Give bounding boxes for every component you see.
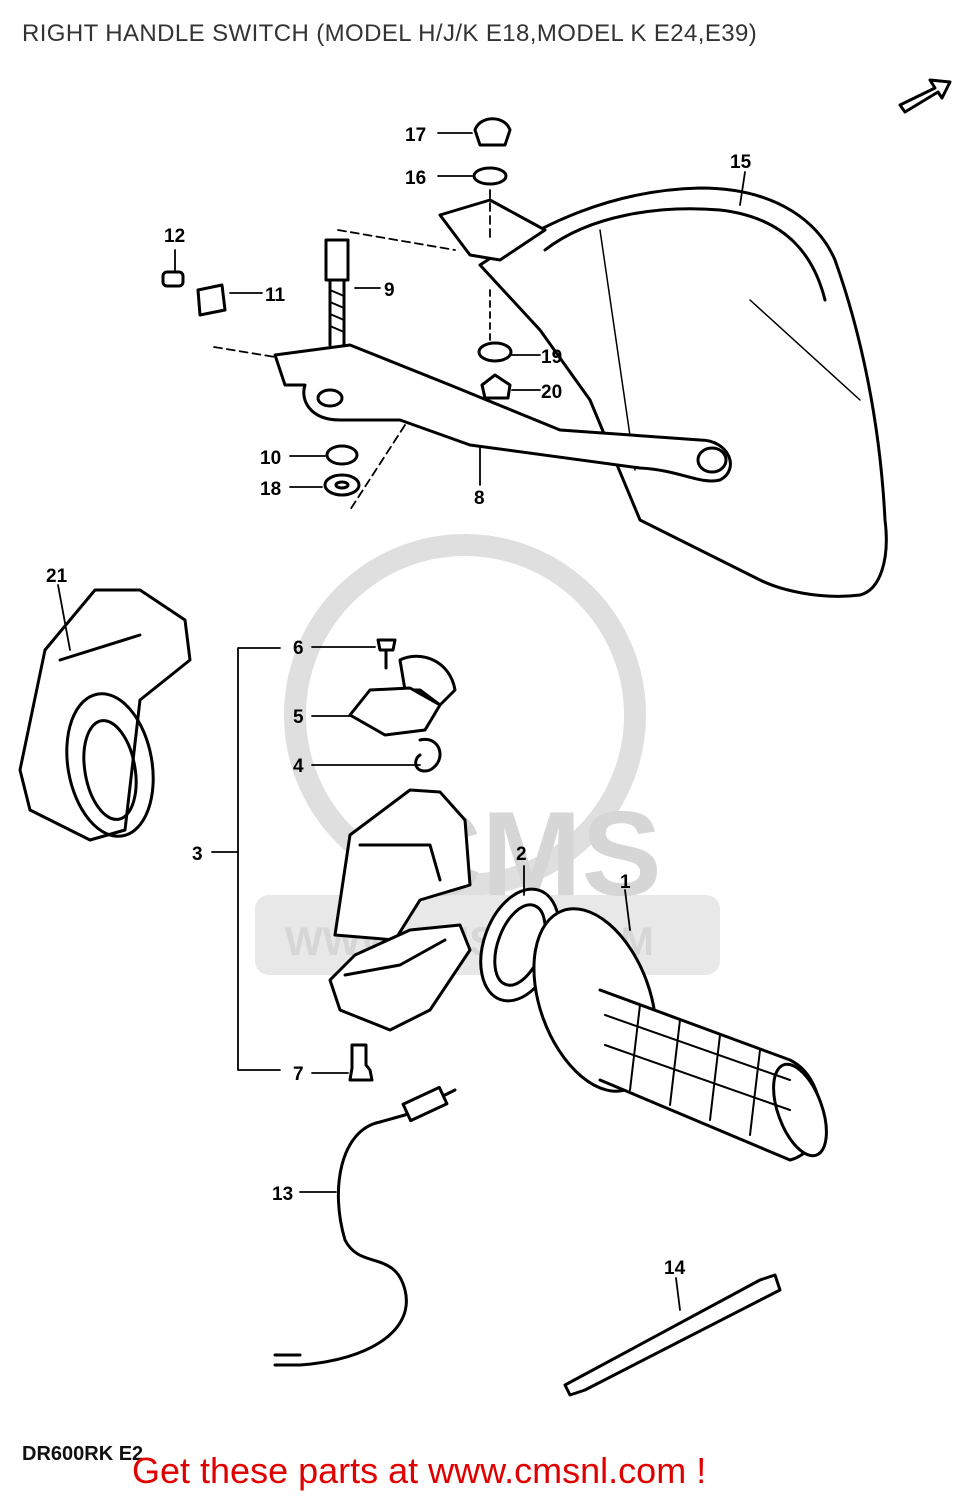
callout-2: 2 <box>516 844 527 865</box>
plate-part-5 <box>348 686 442 737</box>
bracket-arm-part-8 <box>273 343 732 483</box>
bracket-arm-mount-hole <box>316 388 344 408</box>
callout-19: 19 <box>541 347 562 368</box>
callout-15: 15 <box>730 152 752 173</box>
nut-part-20 <box>480 373 512 400</box>
guard-mount-bracket <box>438 198 547 262</box>
bracket-arm-hole <box>696 446 728 474</box>
callout-11: 11 <box>265 285 286 306</box>
callout-14: 14 <box>664 1258 686 1279</box>
callout-12: 12 <box>164 226 185 247</box>
hand-guard-rib-2 <box>749 299 861 401</box>
callout-6: 6 <box>293 638 304 659</box>
screw-part-7 <box>348 1043 374 1082</box>
washer-part-19 <box>477 341 513 363</box>
screw-part-6 <box>376 638 397 670</box>
callout-5: 5 <box>293 707 304 728</box>
callout-3: 3 <box>192 844 203 865</box>
callout-20: 20 <box>541 382 562 403</box>
watermark: CMS WWW.CMSNL.COM <box>255 534 720 975</box>
wire-harness-part-13 <box>273 1085 457 1367</box>
bolt-part-9 <box>324 238 350 347</box>
callout-18: 18 <box>260 479 281 500</box>
front-direction-arrow <box>898 78 952 114</box>
callout-9: 9 <box>384 280 395 301</box>
throttle-grip-part-1 <box>532 907 828 1162</box>
diagram-title: RIGHT HANDLE SWITCH (MODEL H/J/K E18,MOD… <box>22 20 758 47</box>
callout-labels: 1 2 3 4 5 6 7 8 9 10 11 12 13 14 15 16 1… <box>46 125 752 1279</box>
model-code-label: DR600RK E2 <box>22 1443 144 1465</box>
callout-16: 16 <box>405 168 426 189</box>
callout-21: 21 <box>46 566 68 587</box>
spring-part-4 <box>414 737 442 773</box>
nut-part-11 <box>196 283 227 317</box>
hand-guard-rib <box>599 229 636 471</box>
leader-lines <box>57 132 746 1311</box>
switch-cover-part-21 <box>18 588 192 842</box>
cap-part-12 <box>161 270 185 288</box>
callout-4: 4 <box>293 756 304 777</box>
callout-7: 7 <box>293 1064 304 1085</box>
callout-8: 8 <box>474 488 485 509</box>
callout-13: 13 <box>272 1184 293 1205</box>
nut-part-17 <box>473 117 512 147</box>
switch-housing-upper <box>333 788 472 942</box>
hand-guard-part-15 <box>478 186 888 598</box>
callout-10: 10 <box>260 448 281 469</box>
nut-part-10 <box>325 444 359 466</box>
callout-1: 1 <box>620 872 631 893</box>
promo-link[interactable]: Get these parts at www.cmsnl.com ! <box>132 1450 707 1491</box>
washer-part-18 <box>323 473 361 497</box>
strap-part-14 <box>563 1273 782 1397</box>
washer-part-16 <box>472 166 508 186</box>
callout-17: 17 <box>405 125 426 146</box>
switch-housing-lower <box>328 923 472 1032</box>
washer-part-18-hole <box>334 480 350 490</box>
hand-guard-inner-edge <box>543 207 827 302</box>
